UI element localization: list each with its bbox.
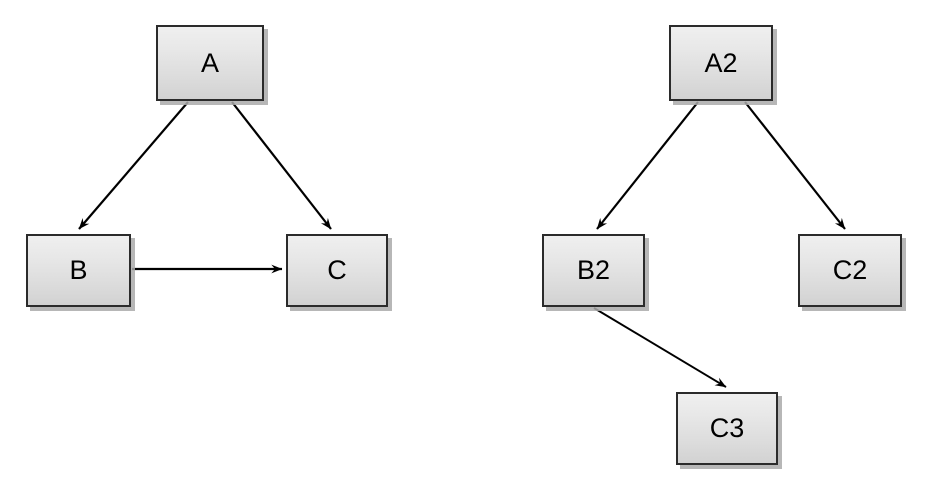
edge-A2-B2 (596, 101, 699, 230)
node-C3[interactable]: C3 (676, 392, 778, 465)
node-B-label: B (69, 255, 88, 285)
node-B2[interactable]: B2 (542, 234, 645, 307)
node-C3-label: C3 (709, 413, 745, 443)
edge-A2-C2 (744, 101, 846, 230)
node-A[interactable]: A (156, 25, 264, 101)
node-C2[interactable]: C2 (798, 234, 902, 307)
node-A2-label: A2 (704, 47, 738, 78)
edge-A-C (231, 101, 332, 230)
node-C2-label: C2 (832, 255, 868, 285)
edge-B2-C3 (593, 307, 727, 388)
edge-A-B (78, 101, 189, 230)
node-B[interactable]: B (26, 234, 131, 307)
node-A2[interactable]: A2 (669, 25, 773, 101)
node-B2-label: B2 (576, 255, 611, 285)
node-C-label: C (327, 255, 347, 285)
node-C[interactable]: C (286, 234, 388, 307)
node-A-label: A (200, 47, 219, 78)
